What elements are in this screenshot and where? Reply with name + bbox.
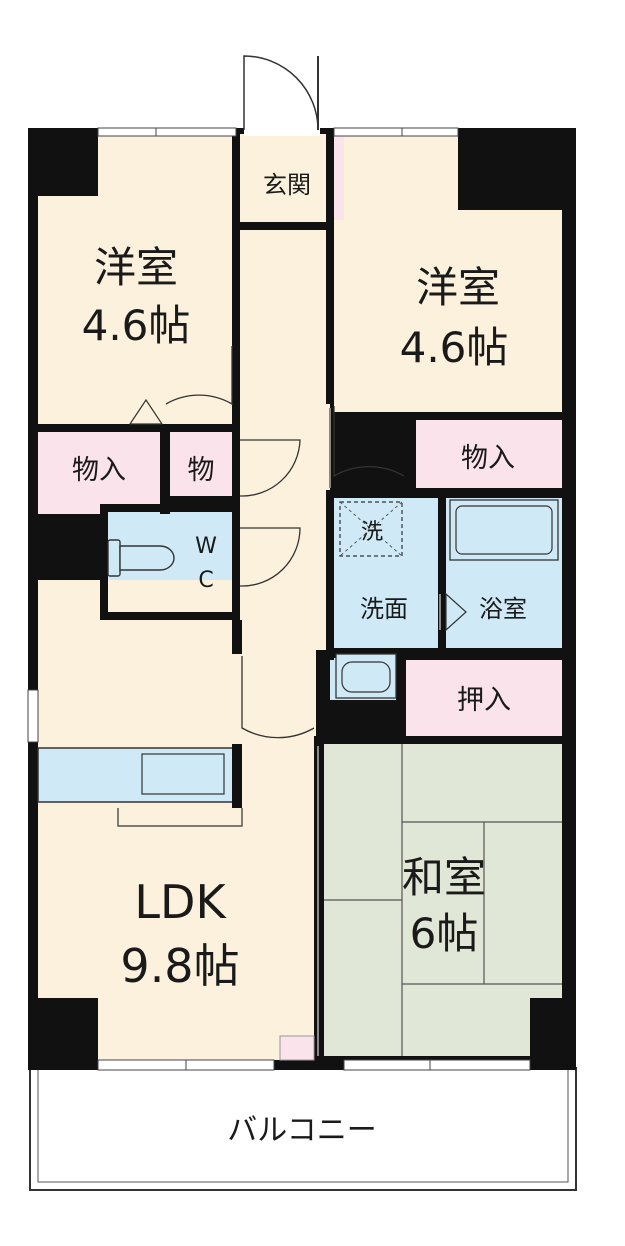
tatami-lines [324, 744, 562, 1056]
storage-right-floor [416, 420, 562, 488]
western-left-size: 4.6帖 [82, 301, 191, 350]
toilet-label-w: W [195, 534, 217, 559]
closet-floor [406, 660, 562, 736]
ldk-size: 9.8帖 [120, 939, 239, 993]
western-right-name: 洋室 [416, 263, 500, 312]
toilet-label-c: C [198, 568, 213, 593]
washbasin-bowl [341, 661, 391, 693]
washroom-label: 洗面 [360, 595, 408, 623]
storage-left-floor [38, 432, 160, 514]
bath-door-marker [445, 592, 467, 632]
storage-small-label: 物 [188, 455, 215, 486]
sliding-doors [317, 408, 441, 1056]
hall-floor [236, 134, 330, 654]
kitchen-wall [232, 744, 242, 808]
western-left-name: 洋室 [94, 243, 178, 292]
ldk-name: LDK [134, 875, 227, 929]
columns [28, 128, 576, 1070]
balcony-area [29, 1067, 577, 1191]
storage-left-label: 物入 [72, 455, 126, 486]
kitchen-bar [117, 808, 243, 827]
bathroom-label: 浴室 [479, 595, 527, 623]
storage-small-floor [170, 432, 232, 496]
entrance-label: 玄関 [263, 171, 311, 199]
access-triangle-icon [128, 398, 164, 425]
japanese-size: 6帖 [410, 909, 479, 958]
washer-pan-cross [339, 501, 403, 557]
kitchen-sink [141, 753, 225, 795]
storage-right-label: 物入 [461, 443, 515, 474]
bathtub-inner [455, 505, 553, 555]
washer-label: 洗 [361, 520, 383, 545]
toilet-icon [107, 539, 175, 577]
window-mullions [155, 128, 431, 1070]
japanese-name: 和室 [402, 853, 486, 902]
closet-label: 押入 [457, 685, 511, 716]
western-right-size: 4.6帖 [400, 323, 509, 372]
ldk-pink-panel [279, 1035, 315, 1061]
balcony-label: バルコニー [227, 1113, 376, 1148]
entrance-door-swing [243, 55, 319, 131]
door-swings [165, 346, 405, 739]
entrance-floor [244, 134, 332, 220]
ldk-hall-extension [236, 654, 320, 754]
